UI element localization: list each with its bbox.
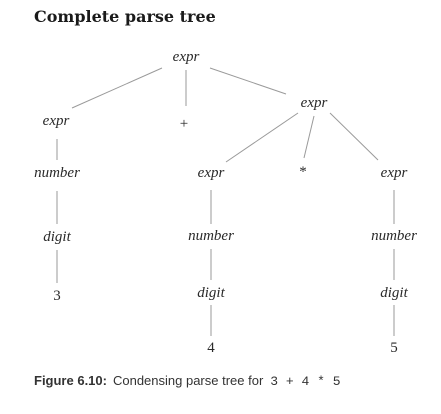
caption-expression: 3 + 4 * 5: [270, 374, 341, 389]
tree-node-n1: expr: [43, 113, 70, 129]
tree-node-n14: digit: [380, 285, 408, 301]
tree-node-n15: 5: [390, 340, 398, 356]
caption-text: Condensing parse tree for: [112, 373, 264, 388]
tree-edge-n3-n9: [329, 112, 379, 161]
tree-node-n12: 4: [207, 340, 215, 356]
tree-edge-n0-n3: [209, 67, 287, 95]
tree-node-n5: digit: [43, 229, 71, 245]
tree-node-n4: number: [34, 165, 80, 181]
tree-node-n2: +: [180, 116, 188, 132]
figure-caption: Figure 6.10: Condensing parse tree for 3…: [34, 372, 341, 390]
tree-node-n11: digit: [197, 285, 225, 301]
tree-node-n9: expr: [381, 165, 408, 181]
tree-node-n10: number: [188, 228, 234, 244]
tree-node-n3: expr: [301, 95, 328, 111]
tree-edge-n3-n7: [225, 112, 299, 163]
tree-node-n8: *: [299, 164, 307, 180]
tree-edge-n0-n1: [71, 67, 163, 109]
caption-label: Figure 6.10:: [34, 373, 107, 388]
figure-title: Complete parse tree: [34, 7, 216, 26]
tree-node-n0: expr: [173, 49, 200, 65]
tree-node-n7: expr: [198, 165, 225, 181]
tree-node-n13: number: [371, 228, 417, 244]
tree-edge-n3-n8: [303, 115, 315, 159]
tree-node-n6: 3: [53, 288, 61, 304]
